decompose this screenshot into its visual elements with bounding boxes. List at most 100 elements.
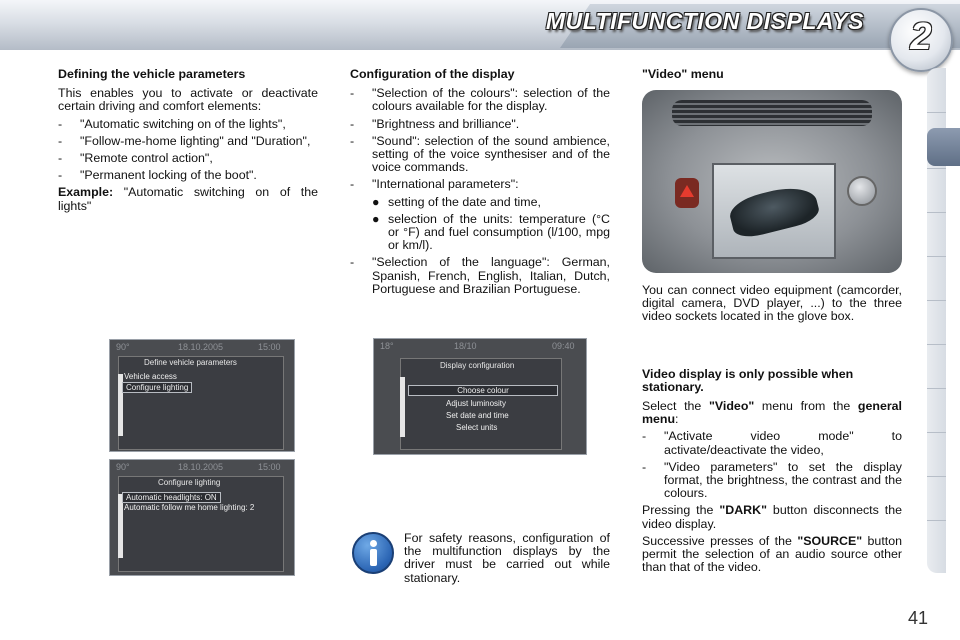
tab-divider — [927, 300, 946, 301]
air-vent — [672, 100, 872, 126]
list-item-text: "Brightness and brilliance". — [372, 116, 520, 131]
date-readout: 18/10 — [454, 341, 477, 351]
time-readout: 15:00 — [258, 462, 281, 472]
info-icon — [352, 532, 394, 574]
section-heading: "Video" menu — [642, 67, 724, 81]
control-knob — [847, 176, 877, 206]
screen-menu-item: Automatic follow me home lighting: 2 — [124, 503, 255, 512]
dashboard-video-photo — [642, 90, 902, 273]
section-heading: Configuration of the display — [350, 67, 515, 81]
tab-divider — [927, 476, 946, 477]
temperature-readout: 90° — [116, 462, 130, 472]
screen-menu-item: Set date and time — [446, 411, 509, 420]
dash: - — [58, 116, 63, 131]
temperature-readout: 90° — [116, 342, 130, 352]
screen-status-bar: 90° 18.10.2005 15:00 — [110, 340, 294, 356]
dash: - — [350, 86, 355, 101]
screen-menu-item-selected: Choose colour — [408, 385, 558, 396]
dash: - — [350, 133, 355, 148]
video-intro: You can connect video equipment (camcord… — [642, 283, 902, 324]
time-readout: 09:40 — [552, 341, 575, 351]
list-item-text: "Remote control action", — [80, 151, 213, 166]
dash: - — [350, 116, 355, 131]
list-item: -"International parameters": — [350, 178, 610, 191]
info-icon-stem — [370, 549, 377, 566]
screenshot-configure-lighting: 90° 18.10.2005 15:00 Configure lighting … — [109, 459, 295, 576]
screen-menu-panel — [400, 358, 562, 450]
screen-menu-title: Define vehicle parameters — [144, 358, 237, 367]
list-item: - "Video parameters" to set the display f… — [642, 459, 902, 501]
column-video-menu-body: You can connect video equipment (camcord… — [642, 283, 902, 578]
chapter-number: 2 — [910, 16, 932, 58]
sub-list-item-text: setting of the date and time, — [388, 194, 541, 209]
list-item: - "Selection of the language": German, Sp… — [350, 256, 610, 296]
list-item-text: "Selection of the colours": selection of… — [372, 86, 610, 114]
screenshot-vehicle-parameters: 90° 18.10.2005 15:00 Define vehicle para… — [109, 339, 295, 452]
info-icon-dot — [370, 540, 377, 547]
text-bold: "SOURCE" — [797, 533, 863, 548]
list-item: - "Sound": selection of the sound ambienc… — [350, 133, 610, 175]
text-run: Successive presses of the — [642, 533, 798, 548]
list-item: - "Selection of the colours": selection o… — [350, 86, 610, 114]
text-bold: "Video" — [709, 399, 755, 414]
column-display-configuration: Configuration of the display - "Selection… — [350, 67, 610, 300]
bullet-icon: ● — [372, 211, 380, 226]
screen-status-bar: 18° 18/10 09:40 — [374, 339, 586, 355]
date-readout: 18.10.2005 — [178, 462, 224, 472]
hazard-button — [675, 178, 699, 208]
list-item: - "Automatic switching on of the lights", — [58, 116, 318, 131]
tab-divider — [927, 520, 946, 521]
section-heading: Defining the vehicle parameters — [58, 67, 246, 81]
dash: - — [642, 459, 647, 474]
list-item-text: "Activate video mode" to activate/deacti… — [664, 429, 902, 457]
select-instruction: Select the "Video" menu from the general… — [642, 399, 902, 427]
screen-menu-panel — [118, 476, 284, 572]
sub-list-item: ● selection of the units: temperature (°C… — [350, 211, 610, 253]
sub-list-item-text: selection of the units: temperature (°C … — [388, 211, 610, 253]
list-item-text: "Selection of the language": German, Spa… — [372, 255, 610, 296]
list-item-text: "Automatic switching on of the lights", — [80, 116, 286, 131]
example-paragraph: Example: "Automatic switching on of the … — [58, 185, 318, 213]
example-label: Example: — [58, 185, 114, 200]
dash: - — [350, 177, 355, 192]
page-number: 41 — [908, 608, 929, 628]
list-item-text: "Video parameters" to set the display fo… — [664, 459, 902, 501]
video-screen — [712, 163, 836, 259]
text-run: menu from the — [754, 399, 858, 414]
list-item: - "Brightness and brilliance". — [350, 116, 610, 131]
tab-divider — [927, 112, 946, 113]
scroll-bar — [118, 494, 123, 558]
dash: - — [58, 133, 63, 148]
tab-divider — [927, 212, 946, 213]
page-title: MULTIFUNCTION DISPLAYS — [545, 8, 864, 34]
date-readout: 18.10.2005 — [178, 342, 224, 352]
list-item: - "Activate video mode" to activate/deact… — [642, 429, 902, 457]
text-run: button permit the selection of an audio … — [642, 533, 902, 575]
tab-divider — [927, 432, 946, 433]
source-instruction: Successive presses of the "SOURCE" butto… — [642, 533, 902, 575]
screen-menu-title: Configure lighting — [158, 478, 221, 487]
car-image — [726, 180, 822, 242]
list-item-text: "Sound": selection of the sound ambience… — [372, 133, 610, 175]
text-bold: general menu — [642, 399, 902, 427]
screen-menu-item: Adjust luminosity — [446, 399, 507, 408]
list-item-text: "Permanent locking of the boot". — [80, 168, 257, 183]
tab-divider — [927, 388, 946, 389]
text-run: Select the — [642, 399, 709, 414]
screen-menu-title: Display configuration — [440, 361, 515, 370]
dash: - — [642, 429, 647, 444]
example-text: "Automatic switching on of the lights" — [58, 185, 318, 213]
screen-menu-item: Select units — [456, 423, 498, 432]
tab-divider — [927, 256, 946, 257]
dash: - — [350, 255, 355, 270]
list-item: -"Permanent locking of the boot". — [58, 169, 318, 182]
screenshot-display-configuration: 18° 18/10 09:40 Display configuration Ch… — [373, 338, 587, 455]
tab-divider — [927, 168, 946, 169]
list-item: -"Follow-me-home lighting" and "Duration… — [58, 133, 318, 148]
intro-text: This enables you to activate or deactiva… — [58, 86, 318, 114]
text-run: : — [675, 412, 679, 427]
screen-status-bar: 90° 18.10.2005 15:00 — [110, 460, 294, 476]
stationary-heading: Video display is only possible when stat… — [642, 366, 854, 394]
screen-menu-item: Vehicle access — [124, 372, 177, 381]
safety-note: For safety reasons, configuration of the… — [404, 531, 610, 585]
